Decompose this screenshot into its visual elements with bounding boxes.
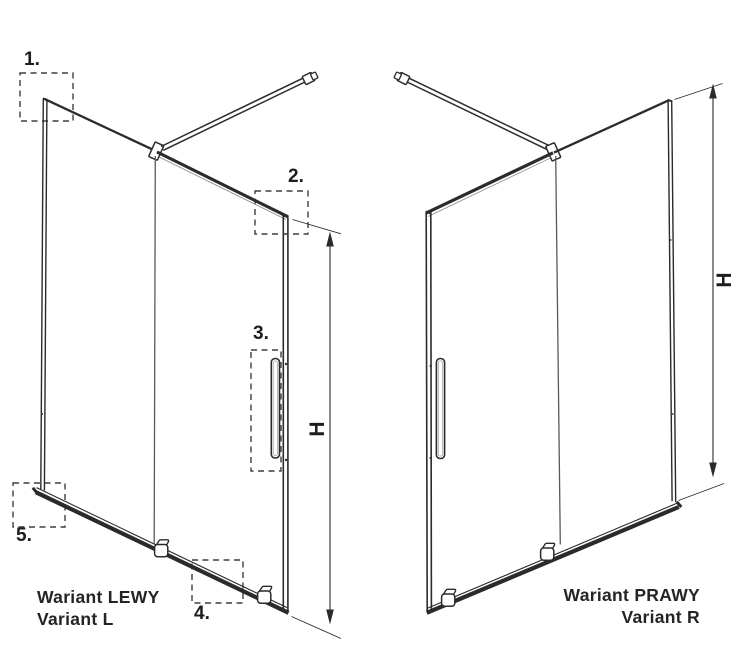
top-rail-left-glass-edge	[158, 156, 287, 220]
fixed-panel-top-edge	[44, 98, 158, 153]
callout-label-1: 1.	[24, 49, 40, 70]
rail-bracket-left	[148, 141, 165, 161]
wall-mount-right	[393, 71, 411, 86]
arrowhead-up-icon	[326, 231, 334, 247]
callout-label-2: 2.	[288, 166, 304, 187]
dimension-right	[674, 83, 725, 501]
arrowhead-down-icon	[709, 462, 717, 478]
dimension-label-h-right: H	[713, 272, 736, 288]
left-variant-title-line1: Wariant LEWY	[37, 587, 160, 607]
top-rail-right-glass-edge	[427, 157, 552, 217]
support-bar-right	[393, 71, 552, 151]
door-handle-left	[270, 357, 281, 459]
rail-bracket-right	[545, 142, 562, 162]
arrowhead-up-icon	[709, 83, 717, 99]
roller-right-1	[440, 588, 457, 607]
door-edge-right	[425, 210, 433, 613]
right-variant-title: Wariant PRAWY Variant R	[518, 584, 700, 628]
dimension-label-h-left: H	[306, 421, 329, 437]
top-rail-left	[156, 150, 289, 219]
right-variant-title-line1: Wariant PRAWY	[563, 585, 700, 605]
callout-label-5: 5.	[16, 525, 32, 546]
top-rail-right	[425, 151, 554, 215]
door-handle-right	[435, 357, 446, 460]
panel-junction-left	[153, 155, 156, 544]
wall-profile-left	[40, 97, 48, 491]
roller-right-2	[539, 542, 556, 561]
callout-box-5	[12, 482, 66, 528]
door-edge-left	[282, 214, 289, 613]
left-variant-drawing	[12, 71, 342, 639]
fixed-panel-top-edge-right	[553, 99, 670, 154]
arrowhead-down-icon	[326, 609, 334, 625]
right-variant-title-line2: Variant R	[621, 607, 700, 627]
callout-box-4	[191, 559, 244, 604]
callout-box-2	[254, 190, 309, 235]
dimension-left	[291, 219, 342, 639]
callout-label-3: 3.	[253, 323, 269, 344]
left-variant-title-line2: Variant L	[37, 609, 114, 629]
callout-box-3	[250, 349, 282, 472]
roller-left-2	[256, 585, 273, 604]
right-variant-drawing	[393, 71, 725, 615]
callout-label-4: 4.	[194, 603, 210, 624]
support-bar-left	[160, 71, 319, 151]
left-variant-title: Wariant LEWY Variant L	[37, 586, 160, 630]
roller-left-1	[153, 539, 170, 558]
wall-profile-right	[667, 98, 677, 503]
panel-junction-right	[555, 155, 561, 545]
wall-mount-left	[301, 71, 319, 86]
